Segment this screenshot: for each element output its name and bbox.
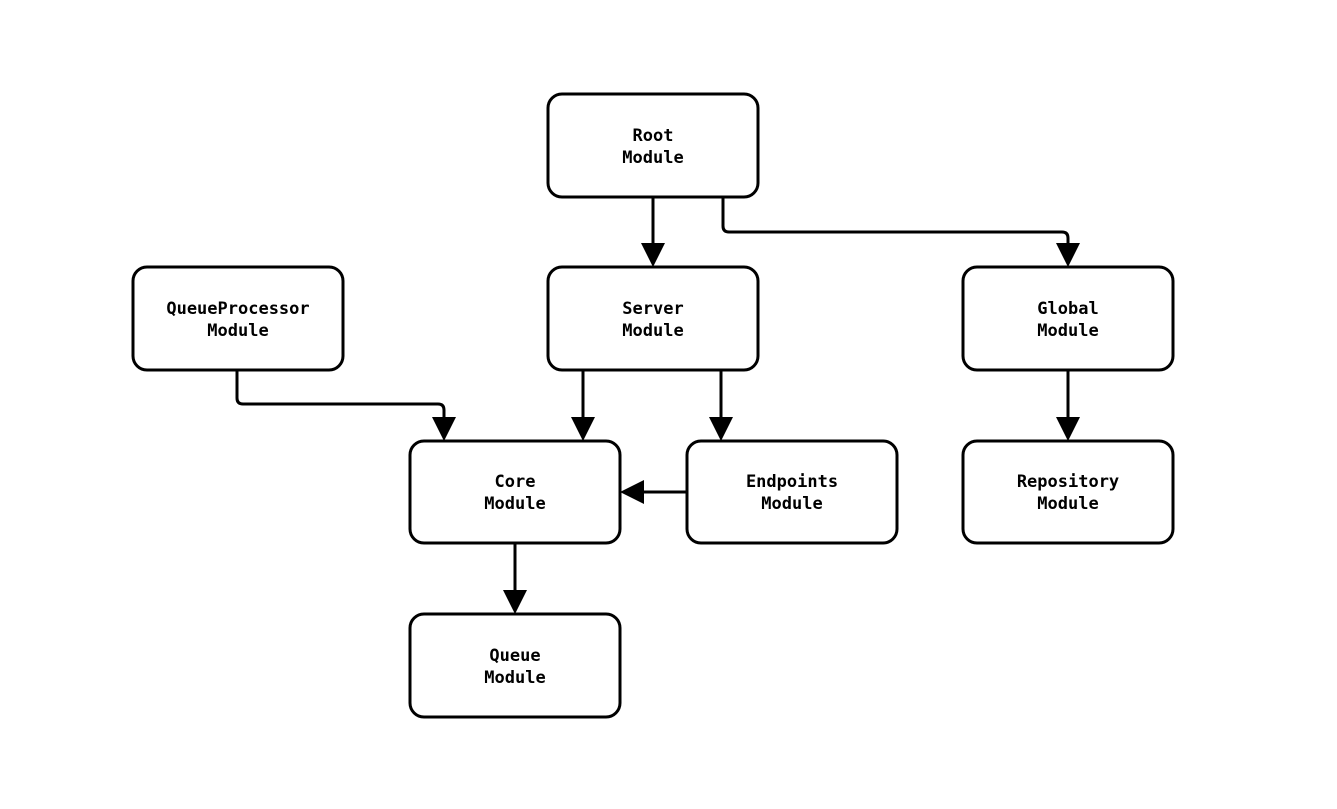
node-box[interactable] — [131, 265, 345, 372]
node-label-line1: Endpoints — [746, 472, 838, 492]
arrow-head-icon — [571, 417, 595, 441]
node-label-line1: Global — [1037, 299, 1098, 319]
node-label-line2: Module — [207, 321, 268, 341]
edge-global-to-repository — [1056, 370, 1080, 441]
arrow-head-icon — [620, 480, 644, 504]
arrow-head-icon — [1056, 243, 1080, 267]
node-label-line2: Module — [761, 494, 822, 514]
node-endpoints-module[interactable]: Endpoints Module — [685, 439, 899, 545]
arrow-head-icon — [641, 243, 665, 267]
arrow-head-icon — [432, 417, 456, 441]
node-queueprocessor-module[interactable]: QueueProcessor Module — [131, 265, 345, 372]
node-label-line2: Module — [484, 668, 545, 688]
node-queue-module[interactable]: Queue Module — [408, 612, 622, 719]
arrow-head-icon — [1056, 417, 1080, 441]
node-label-line2: Module — [484, 494, 545, 514]
node-label-line1: Server — [622, 299, 683, 319]
edge-line — [721, 197, 1070, 250]
node-box[interactable] — [408, 439, 622, 545]
node-label-line2: Module — [1037, 494, 1098, 514]
node-label-line2: Module — [622, 148, 683, 168]
arrow-head-icon — [503, 590, 527, 614]
edge-root-to-server — [641, 197, 665, 267]
node-server-module[interactable]: Server Module — [546, 265, 760, 372]
node-label-line1: Repository — [1017, 472, 1119, 492]
node-global-module[interactable]: Global Module — [961, 265, 1175, 372]
node-box[interactable] — [408, 612, 622, 719]
node-label-line1: Core — [495, 472, 536, 492]
node-box[interactable] — [685, 439, 899, 545]
edge-core-to-queue — [503, 543, 527, 614]
edge-root-to-global — [721, 197, 1080, 267]
edge-line — [235, 370, 446, 424]
node-label-line2: Module — [1037, 321, 1098, 341]
edge-server-to-endpoints — [709, 370, 733, 441]
node-box[interactable] — [961, 265, 1175, 372]
edge-queueprocessor-to-core — [235, 370, 456, 441]
edge-endpoints-to-core — [620, 480, 687, 504]
node-label-line2: Module — [622, 321, 683, 341]
node-label-line1: Queue — [489, 646, 540, 666]
node-box[interactable] — [546, 92, 760, 199]
arrow-head-icon — [709, 417, 733, 441]
node-core-module[interactable]: Core Module — [408, 439, 622, 545]
edge-server-to-core — [571, 370, 595, 441]
node-box[interactable] — [546, 265, 760, 372]
node-box[interactable] — [961, 439, 1175, 545]
node-root-module[interactable]: Root Module — [546, 92, 760, 199]
node-label-line1: Root — [633, 126, 674, 146]
node-repository-module[interactable]: Repository Module — [961, 439, 1175, 545]
node-label-line1: QueueProcessor — [166, 299, 309, 319]
